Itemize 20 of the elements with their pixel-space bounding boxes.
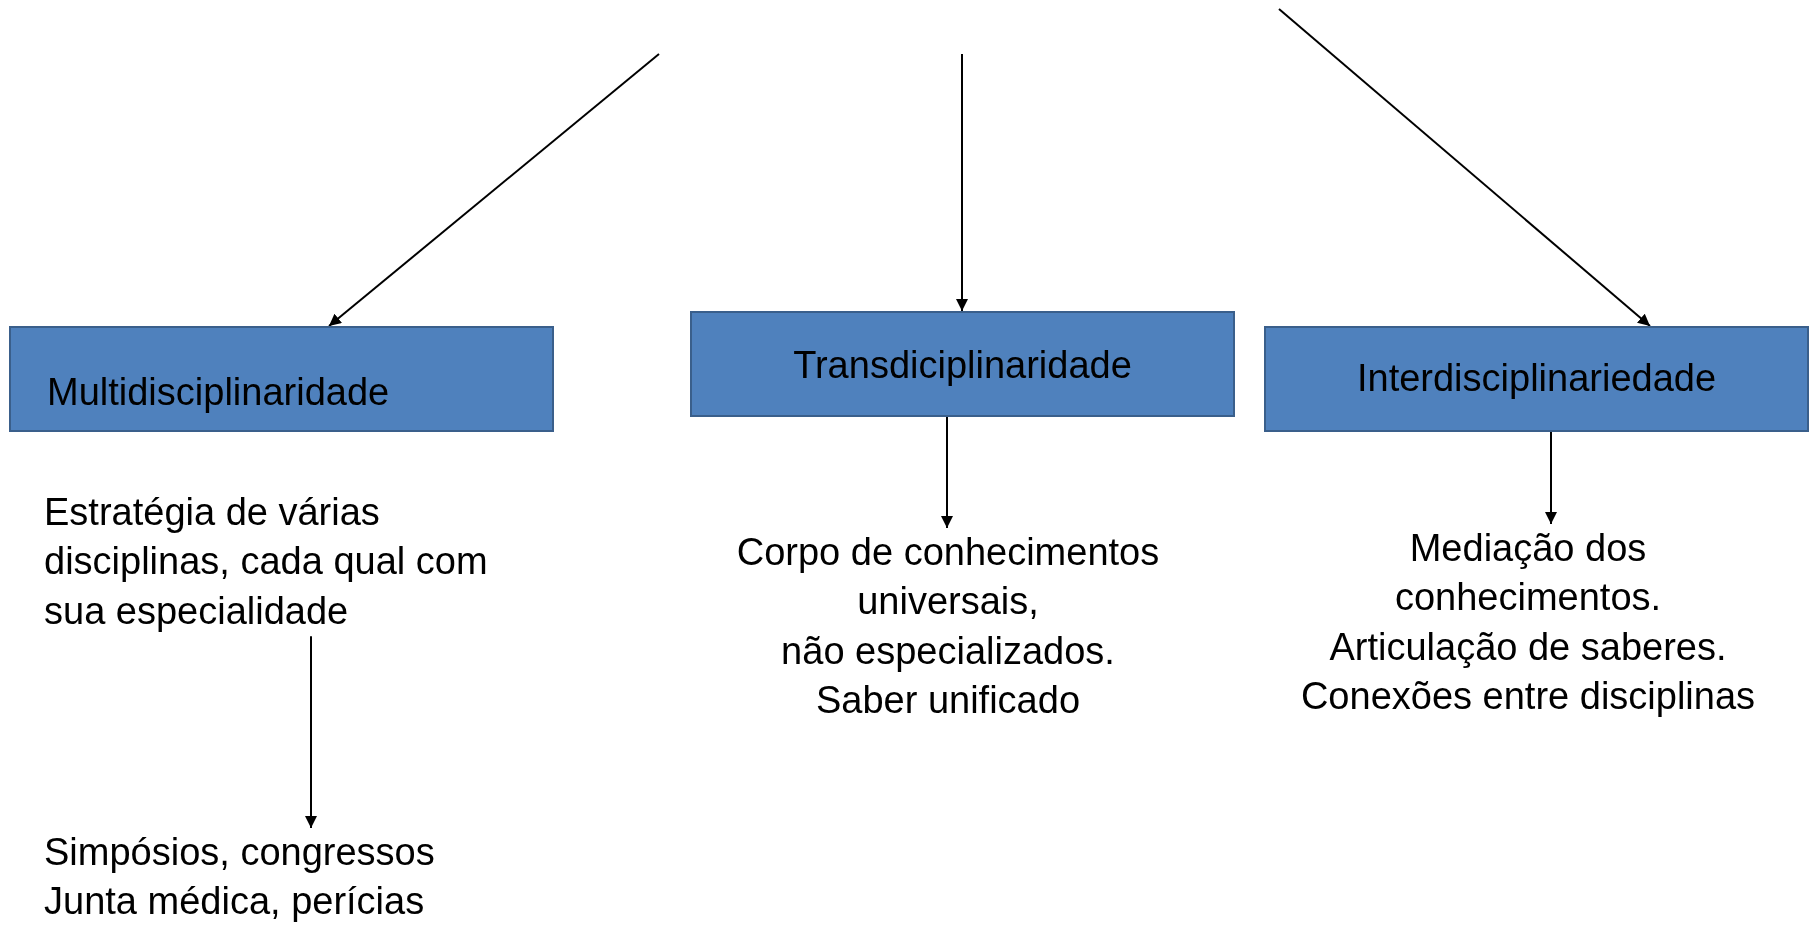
- description-text: não especializados.: [781, 628, 1115, 674]
- box-title: Multidisciplinaridade: [47, 370, 390, 416]
- process-box: [9, 326, 554, 432]
- description-text: Mediação dos conhecimentos.: [1393, 526, 1663, 621]
- box-title: Transdiciplinaridade: [793, 343, 1132, 389]
- process-box: [1264, 326, 1809, 432]
- arrow: [305, 635, 317, 829]
- box-title: Interdisciplinariedade: [1356, 356, 1717, 402]
- arrow: [328, 53, 660, 327]
- arrow: [956, 53, 968, 312]
- description-text: Conexões entre disciplinas: [1300, 674, 1756, 720]
- arrow: [1545, 431, 1557, 525]
- description-text: Junta médica, perícias: [44, 879, 425, 925]
- process-box: [690, 311, 1235, 417]
- description-text: Estratégia de várias disciplinas, cada qual com sua especialidade: [44, 490, 489, 634]
- description-text: Articulação de saberes.: [1329, 624, 1727, 670]
- description-text: Saber unificado: [815, 678, 1081, 724]
- arrow: [941, 416, 953, 529]
- description-text: Simpósios, congressos: [44, 830, 435, 875]
- arrow: [1278, 8, 1651, 327]
